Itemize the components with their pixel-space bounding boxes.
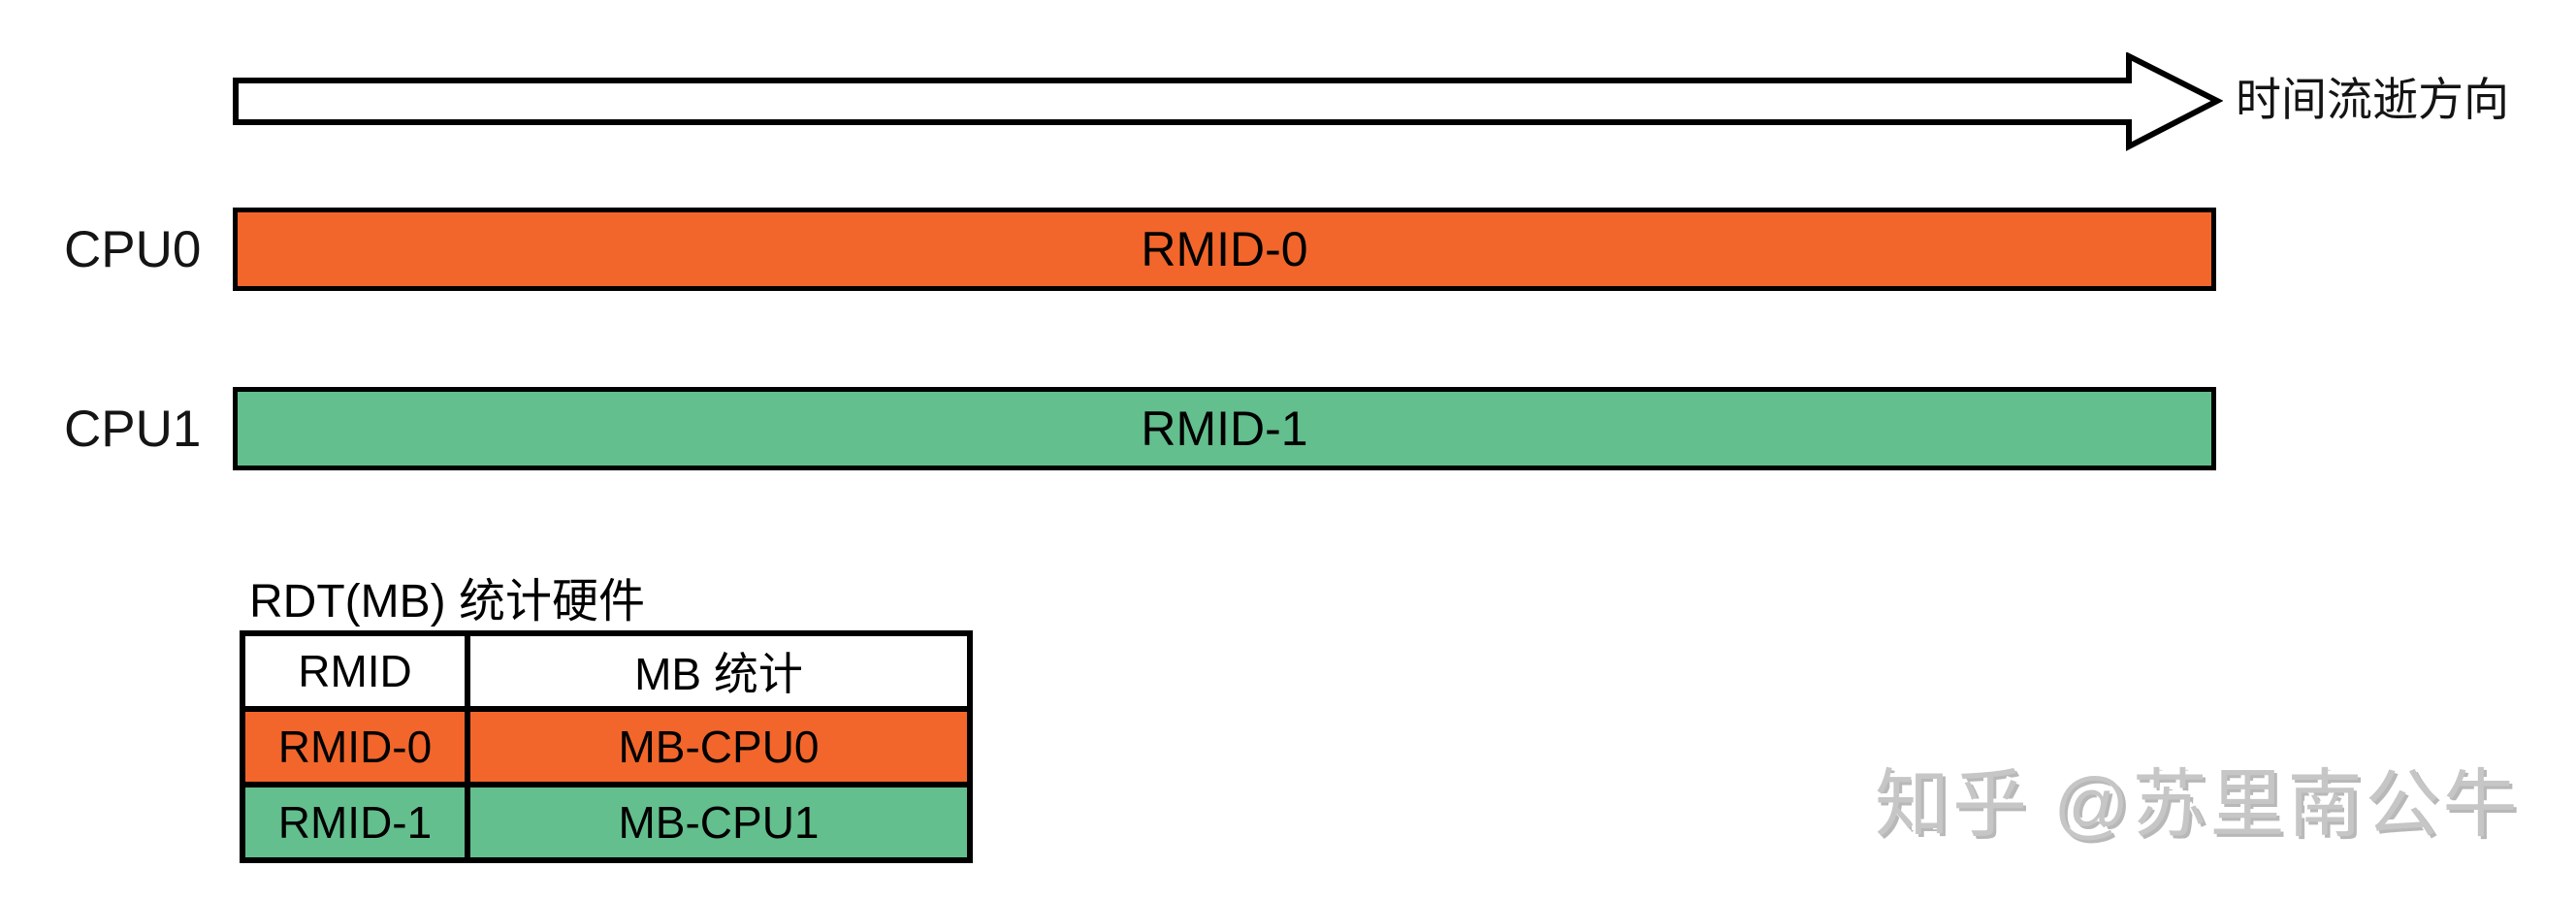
rdt-table: RMID MB 统计 RMID-0 MB-CPU0 RMID-1 MB-CPU1 xyxy=(240,630,973,863)
cpu1-rmid-bar: RMID-1 xyxy=(233,387,2216,470)
rmid1-cell: RMID-1 xyxy=(240,782,470,863)
mb-cpu0-cell: MB-CPU0 xyxy=(465,706,973,788)
time-arrow-icon xyxy=(233,52,2223,151)
cpu1-label: CPU1 xyxy=(64,400,202,458)
time-direction-label: 时间流逝方向 xyxy=(2236,74,2509,125)
cpu0-rmid-bar-label: RMID-0 xyxy=(1141,222,1308,276)
rmid0-cell: RMID-0 xyxy=(240,706,470,788)
rdt-table-header-rmid: RMID xyxy=(240,630,470,712)
cpu0-label: CPU0 xyxy=(64,220,202,278)
mb-cpu1-cell: MB-CPU1 xyxy=(465,782,973,863)
cpu1-rmid-bar-label: RMID-1 xyxy=(1141,402,1308,456)
rdt-table-header-mb: MB 统计 xyxy=(465,630,973,712)
cpu0-rmid-bar: RMID-0 xyxy=(233,208,2216,291)
rdt-table-header-row: RMID MB 统计 xyxy=(240,630,973,712)
rdt-table-title: RDT(MB) 统计硬件 xyxy=(249,576,645,627)
watermark: 知乎 @苏里南公牛 xyxy=(1875,763,2521,847)
table-row-rmid0: RMID-0 MB-CPU0 xyxy=(240,706,973,788)
table-row-rmid1: RMID-1 MB-CPU1 xyxy=(240,782,973,863)
